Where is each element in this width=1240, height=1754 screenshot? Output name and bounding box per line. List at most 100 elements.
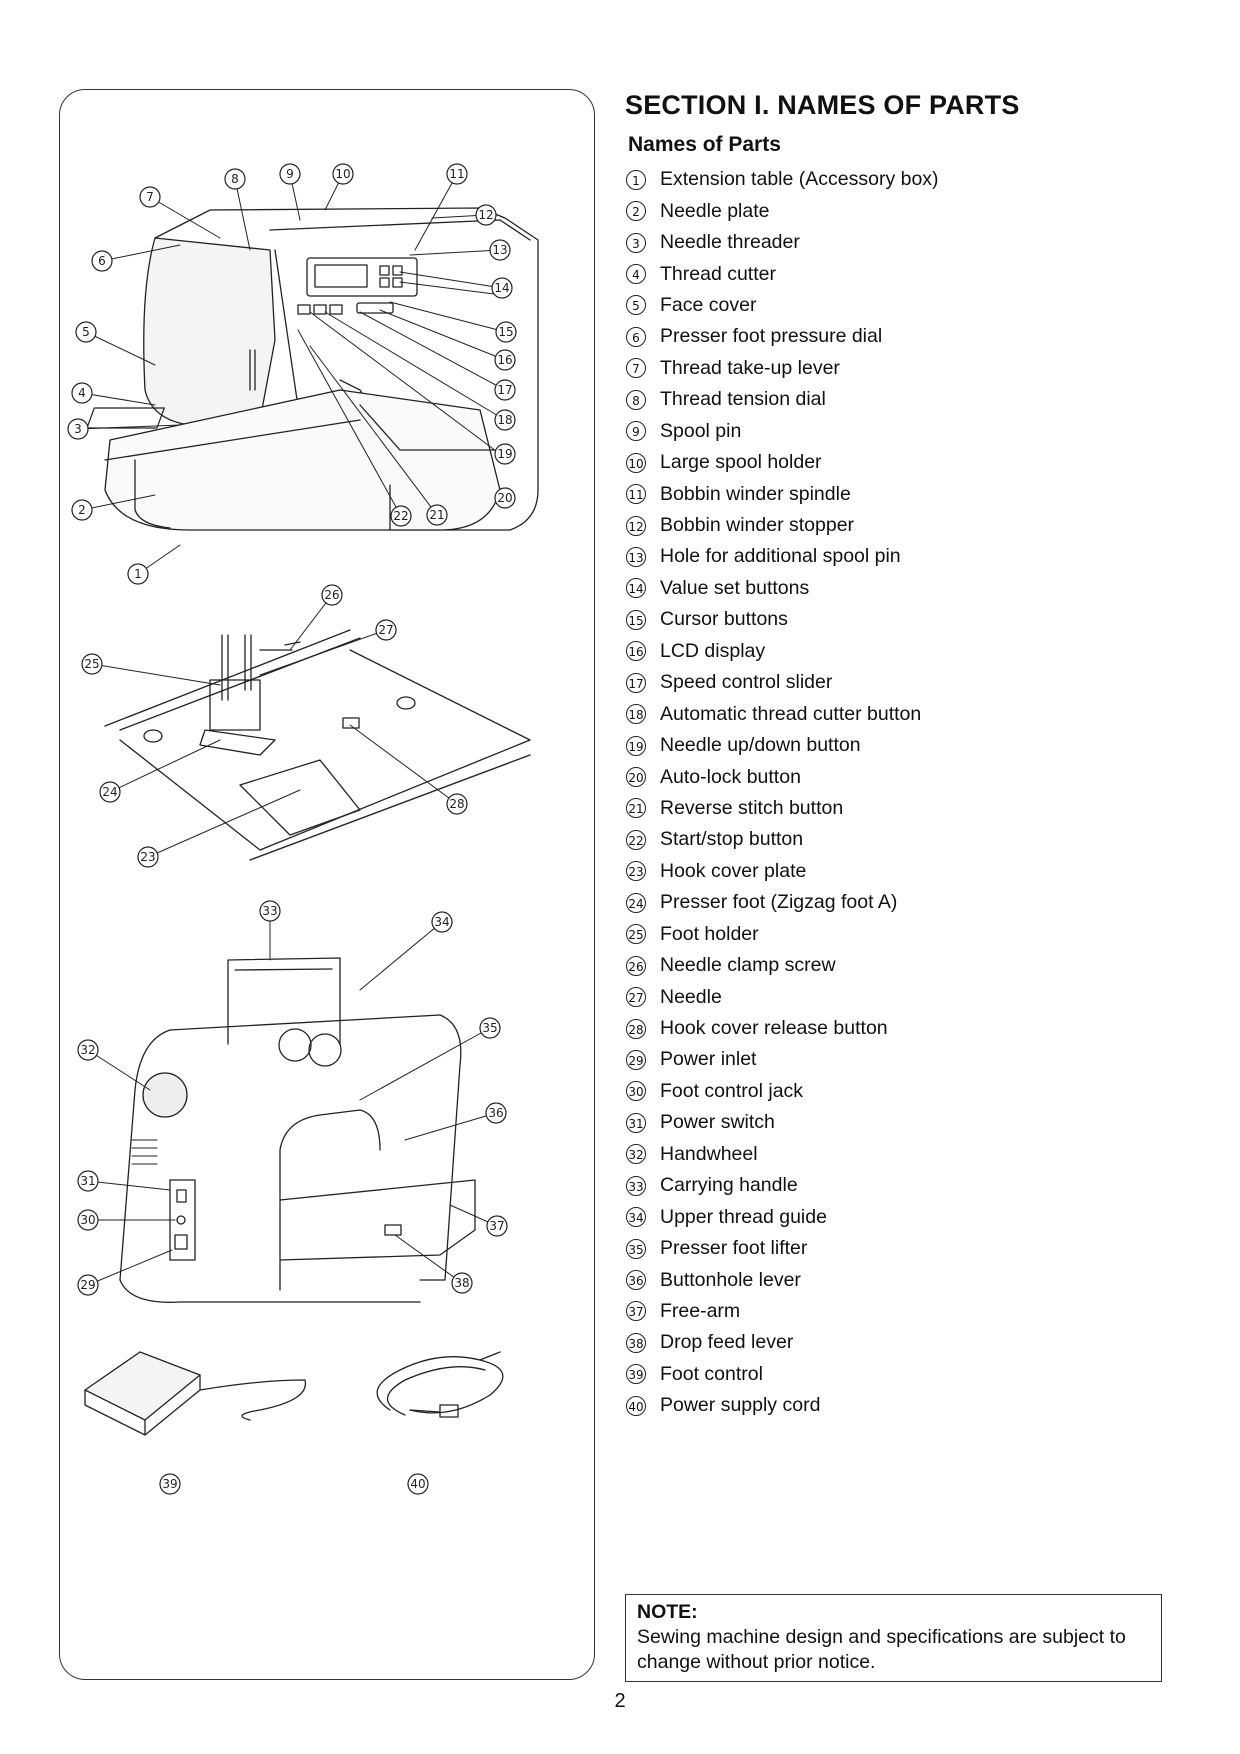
svg-text:6: 6 xyxy=(98,254,106,268)
part-label: Foot control xyxy=(660,1362,763,1385)
callout-33: 33 xyxy=(259,900,281,922)
part-label: Presser foot pressure dial xyxy=(660,325,883,348)
part-label: Needle threader xyxy=(660,231,800,254)
part-label: Speed control slider xyxy=(660,671,833,694)
part-label: Needle plate xyxy=(660,199,770,222)
part-label: Power supply cord xyxy=(660,1394,821,1417)
part-number: 22 xyxy=(626,829,646,850)
callout-3: 3 xyxy=(67,418,89,440)
svg-text:23: 23 xyxy=(140,850,155,864)
svg-text:27: 27 xyxy=(378,623,393,637)
front-view-machine xyxy=(86,207,539,531)
part-label: Needle xyxy=(660,985,722,1008)
svg-text:4: 4 xyxy=(78,386,86,400)
part-number: 2 xyxy=(626,201,646,222)
part-label: Start/stop button xyxy=(660,828,804,851)
part-label: Thread tension dial xyxy=(660,388,826,411)
part-number: 20 xyxy=(626,767,646,788)
needle-plate-closeup xyxy=(104,629,531,861)
part-label: Free-arm xyxy=(660,1299,741,1322)
callout-32: 32 xyxy=(77,1039,99,1061)
part-number: 5 xyxy=(626,295,646,316)
svg-text:30: 30 xyxy=(80,1213,95,1227)
svg-text:19: 19 xyxy=(497,447,512,461)
part-label: Hook cover release button xyxy=(660,1017,888,1040)
part-number: 13 xyxy=(626,546,646,567)
callout-13: 13 xyxy=(489,239,511,261)
callout-30: 30 xyxy=(77,1209,99,1231)
note-box: NOTE: Sewing machine design and specific… xyxy=(625,1594,1162,1682)
part-number: 7 xyxy=(626,358,646,379)
part-number: 29 xyxy=(626,1049,646,1070)
part-number: 28 xyxy=(626,1018,646,1039)
part-label: LCD display xyxy=(660,639,766,662)
callout-10: 10 xyxy=(332,163,354,185)
svg-text:18: 18 xyxy=(497,413,512,427)
part-label: Bobbin winder spindle xyxy=(660,482,851,505)
svg-text:40: 40 xyxy=(410,1477,425,1491)
svg-text:37: 37 xyxy=(489,1219,504,1233)
svg-text:17: 17 xyxy=(497,383,512,397)
svg-text:15: 15 xyxy=(498,325,513,339)
callout-18: 18 xyxy=(494,409,516,431)
part-number: 16 xyxy=(626,641,646,662)
callout-27: 27 xyxy=(375,619,397,641)
note-text: Sewing machine design and specifications… xyxy=(637,1626,1126,1673)
part-label: Auto-lock button xyxy=(660,765,801,788)
part-label: Hook cover plate xyxy=(660,859,807,882)
callout-20: 20 xyxy=(494,487,516,509)
callout-36: 36 xyxy=(485,1102,507,1124)
part-label: Reverse stitch button xyxy=(660,796,844,819)
callout-37: 37 xyxy=(486,1215,508,1237)
part-label: Extension table (Accessory box) xyxy=(660,168,939,191)
part-number: 30 xyxy=(626,1081,646,1102)
part-label: Large spool holder xyxy=(660,451,822,474)
part-number: 21 xyxy=(626,798,646,819)
part-label: Needle clamp screw xyxy=(660,954,836,977)
part-number: 3 xyxy=(626,232,646,253)
part-number: 27 xyxy=(626,987,646,1008)
foot-control-drawing xyxy=(84,1351,307,1436)
svg-text:32: 32 xyxy=(80,1043,95,1057)
callout-40: 40 xyxy=(407,1473,429,1495)
section-title: SECTION I. NAMES OF PARTS xyxy=(625,90,1020,120)
part-label: Thread cutter xyxy=(660,262,776,285)
part-label: Cursor buttons xyxy=(660,608,788,631)
part-number: 12 xyxy=(626,515,646,536)
part-item: 28 Hook cover release button xyxy=(626,1013,939,1044)
callout-24: 24 xyxy=(99,781,121,803)
svg-text:28: 28 xyxy=(449,797,464,811)
part-number: 4 xyxy=(626,264,646,285)
page-number: 2 xyxy=(614,1690,626,1712)
callout-2: 2 xyxy=(71,499,93,521)
part-label: Foot holder xyxy=(660,922,759,945)
part-number: 36 xyxy=(626,1270,646,1291)
callout-12: 12 xyxy=(475,204,497,226)
svg-text:22: 22 xyxy=(393,509,408,523)
callout-9: 9 xyxy=(279,163,301,185)
callout-6: 6 xyxy=(91,250,113,272)
part-item: 25 Foot holder xyxy=(626,919,939,950)
svg-text:33: 33 xyxy=(262,904,277,918)
part-number: 15 xyxy=(626,609,646,630)
part-item: 22 Start/stop button xyxy=(626,824,939,855)
part-item: 4 Thread cutter xyxy=(626,258,939,289)
part-label: Power inlet xyxy=(660,1048,757,1071)
part-label: Hole for additional spool pin xyxy=(660,545,901,568)
svg-text:14: 14 xyxy=(494,281,509,295)
svg-text:36: 36 xyxy=(488,1106,503,1120)
callout-5: 5 xyxy=(75,321,97,343)
callout-22: 22 xyxy=(390,505,412,527)
part-label: Drop feed lever xyxy=(660,1331,794,1354)
part-number: 25 xyxy=(626,924,646,945)
